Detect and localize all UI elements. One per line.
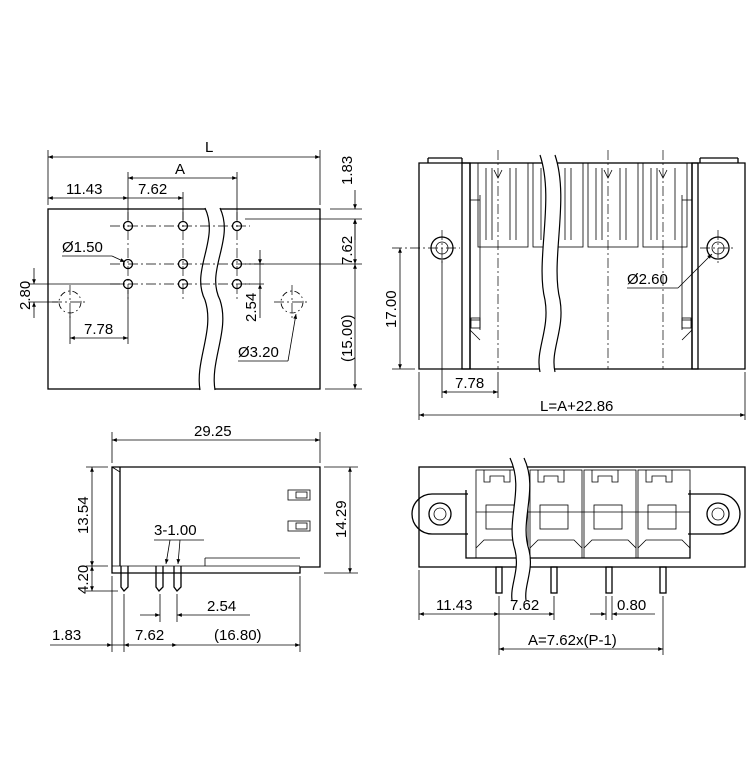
bottom-pins — [495, 566, 667, 594]
dim-phi-1-50: Ø1.50 — [62, 239, 103, 256]
bottom-view: 11.43 7.62 0.80 A=7.62x(P-1) — [411, 457, 746, 655]
dim-7-62-side: 7.62 — [135, 627, 164, 644]
break-line — [198, 207, 210, 391]
break-line-2 — [213, 207, 225, 391]
dim-7-62-top: 7.62 — [138, 181, 167, 198]
front-terminal-slots — [477, 162, 688, 248]
front-view: 17.00 Ø2.60 7.78 L=A+22.86 — [383, 150, 746, 420]
dim-11-43-bottom: 11.43 — [436, 597, 472, 614]
dim-11-43: 11.43 — [66, 181, 102, 198]
dim-phi-2-60: Ø2.60 — [627, 271, 668, 288]
side-view: 29.25 13.54 4.20 14.29 3-1.00 2.54 — [50, 423, 358, 652]
dim-2-54-side: 2.54 — [207, 598, 236, 615]
dim-A-formula: A=7.62x(P-1) — [528, 632, 617, 649]
pcb-layout-view: L A 11.43 7.62 1.83 7.62 (15.00) Ø1.50 — [17, 139, 362, 391]
bottom-terminal-blocks — [465, 469, 691, 559]
dim-0-80: 0.80 — [617, 597, 646, 614]
dim-7-62-vertical: 7.62 — [339, 236, 356, 265]
front-body — [461, 162, 699, 370]
dim-L-formula: L=A+22.86 — [540, 398, 613, 415]
dim-7-78-front: 7.78 — [455, 375, 484, 392]
bottom-base-plate — [418, 466, 746, 568]
dim-7-62-bottom: 7.62 — [510, 597, 539, 614]
break-gap — [199, 208, 225, 390]
dim-15-00: (15.00) — [339, 314, 356, 362]
dim-A: A — [175, 161, 185, 178]
dim-17-00: 17.00 — [383, 290, 400, 328]
dim-L: L — [205, 139, 213, 156]
dim-16-80: (16.80) — [214, 627, 262, 644]
dim-2-54-top: 2.54 — [243, 293, 260, 322]
bottom-flange-left — [411, 493, 468, 535]
pin-holes — [122, 220, 243, 290]
side-slot-lower — [287, 520, 311, 532]
side-slot-upper — [287, 489, 311, 501]
dim-3-1-00: 3-1.00 — [154, 522, 197, 539]
dim-29-25: 29.25 — [194, 423, 232, 440]
bottom-flange-right — [688, 493, 741, 535]
dim-14-29: 14.29 — [333, 500, 350, 538]
side-body — [111, 466, 321, 574]
dim-phi-3-20: Ø3.20 — [238, 344, 279, 361]
front-break-line — [538, 154, 547, 373]
dim-2-80: 2.80 — [17, 281, 34, 310]
side-pins — [120, 566, 182, 592]
dim-13-54: 13.54 — [75, 496, 92, 534]
dim-1-83-side: 1.83 — [52, 627, 81, 644]
dim-4-20: 4.20 — [75, 565, 92, 594]
dim-1-83-top: 1.83 — [339, 156, 356, 185]
dim-7-78-top: 7.78 — [84, 321, 113, 338]
bottom-break-line — [509, 457, 517, 601]
pcb-layout-outline — [47, 208, 321, 390]
